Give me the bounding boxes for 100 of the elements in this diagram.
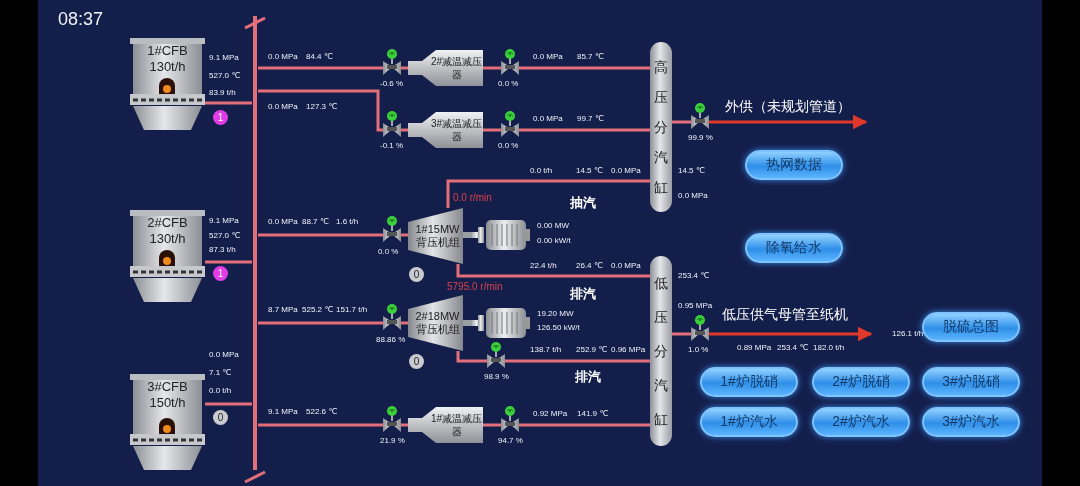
value-reading: 522.6 ℃ [306, 407, 338, 417]
value-reading: 527.0 ℃ [209, 71, 241, 81]
value-reading: 0.0 MPa [268, 102, 298, 112]
control-valve [501, 48, 519, 76]
shaft [463, 232, 470, 238]
steam-pipe [258, 89, 383, 132]
value-reading: 0.0 MPa [678, 191, 708, 201]
steam-pipe [672, 332, 691, 336]
steam-header-drum: 低压分汽缸 [650, 256, 672, 446]
value-reading: 19.20 MW [537, 309, 574, 319]
value-reading: 99.9 % [688, 133, 713, 143]
value-reading: 14.5 ℃ [678, 166, 705, 176]
value-reading: 253.4 ℃ [678, 271, 710, 281]
generator-drawing [470, 220, 530, 250]
steam-pipe [446, 179, 650, 208]
value-reading: 182.0 t/h [813, 343, 845, 353]
steam-pipe [505, 359, 650, 363]
steam-pipe [401, 66, 408, 70]
steam-pipe [519, 423, 650, 427]
control-valve [383, 405, 401, 433]
steam-pipe [401, 233, 408, 237]
steam-pipe [258, 423, 383, 427]
value-reading: 88.86 % [376, 335, 406, 345]
value-reading: -0.6 % [380, 79, 404, 89]
value-reading: 0.00 kW/t [537, 236, 571, 246]
value-reading: 527.0 ℃ [209, 231, 241, 241]
steam-pipe [483, 423, 501, 427]
control-valve [487, 341, 505, 369]
value-reading: 0.0 % [378, 247, 399, 257]
nav-button: 3#炉汽水 [922, 407, 1020, 437]
pipe-label: 抽汽 [570, 194, 596, 212]
value-reading: 83.9 t/h [209, 88, 236, 98]
pipe-label: 排汽 [575, 368, 601, 386]
pipe-label: 排汽 [570, 285, 596, 303]
main-steam-header [252, 16, 258, 470]
control-valve [383, 110, 401, 138]
steam-pipe [401, 321, 408, 325]
value-reading: 0.0 t/h [209, 386, 232, 396]
control-valve [501, 110, 519, 138]
pipe-arrow [709, 326, 873, 342]
steam-pipe [258, 66, 383, 70]
desuperheater: 3#减温减压器 [408, 112, 483, 148]
nav-button: 1#炉汽水 [700, 407, 798, 437]
nav-button: 热网数据 [745, 150, 843, 180]
value-reading: 1.0 % [688, 345, 709, 355]
speed-reading: 5795.0 r/min [447, 282, 503, 292]
value-reading: 9.1 MPa [209, 216, 239, 226]
value-reading: 127.3 ℃ [306, 102, 338, 112]
value-reading: 0.92 MPa [533, 409, 568, 419]
value-reading: -0.1 % [380, 141, 404, 151]
value-reading: 126.50 kW/t [537, 323, 580, 333]
pipe-label: 低压供气母管至纸机 [722, 306, 848, 324]
value-reading: 9.1 MPa [268, 407, 298, 417]
steam-pipe [456, 264, 650, 278]
value-reading: 88.7 ℃ [302, 217, 329, 227]
value-reading: 94.7 % [498, 436, 523, 446]
value-reading: 84.4 ℃ [306, 52, 333, 62]
value-reading: 7.1 ℃ [209, 368, 232, 378]
value-reading: 0.0 MPa [611, 261, 641, 271]
turbine: 2#18MW 背压机组 [408, 295, 463, 351]
value-reading: 99.7 ℃ [577, 114, 604, 124]
value-reading: 0.0 MPa [533, 114, 563, 124]
control-valve [691, 102, 709, 130]
value-reading: 26.4 ℃ [576, 261, 603, 271]
value-reading: 87.3 t/h [209, 245, 236, 255]
steam-pipe [483, 66, 501, 70]
steam-pipe [519, 66, 650, 70]
value-reading: 126.1 t/h [892, 329, 924, 339]
value-reading: 98.9 % [484, 372, 509, 382]
nav-button: 1#炉脱硝 [700, 367, 798, 397]
generator-drawing [470, 308, 530, 338]
value-reading: 1.6 t/h [336, 217, 359, 227]
control-valve [383, 48, 401, 76]
steam-pipe [456, 351, 487, 363]
value-reading: 0.95 MPa [678, 301, 713, 311]
nav-button: 2#炉汽水 [812, 407, 910, 437]
steam-pipe [401, 128, 408, 132]
turbine: 1#15MW 背压机组 [408, 208, 463, 264]
value-reading: 151.7 t/h [336, 305, 368, 315]
steam-pipe [258, 233, 383, 237]
speed-reading: 0.0 r/min [453, 193, 492, 203]
value-reading: 14.5 ℃ [576, 166, 603, 176]
pipe-arrow [709, 114, 868, 130]
value-reading: 8.7 MPa [268, 305, 298, 315]
steam-pipe [519, 128, 650, 132]
clock-time: 08:37 [58, 8, 104, 30]
value-reading: 0.89 MPa [737, 343, 772, 353]
value-reading: 252.9 ℃ [576, 345, 608, 355]
value-reading: 0.00 MW [537, 221, 569, 231]
value-reading: 141.9 ℃ [577, 409, 609, 419]
value-reading: 525.2 ℃ [302, 305, 334, 315]
value-reading: 138.7 t/h [530, 345, 562, 355]
desuperheater: 2#减温减压器 [408, 50, 483, 86]
value-reading: 9.1 MPa [209, 53, 239, 63]
value-reading: 0.0 % [498, 79, 519, 89]
steam-pipe [205, 260, 252, 264]
control-valve [383, 215, 401, 243]
nav-button: 除氧给水 [745, 233, 843, 263]
steam-pipe [401, 423, 408, 427]
value-reading: 0.0 MPa [268, 217, 298, 227]
